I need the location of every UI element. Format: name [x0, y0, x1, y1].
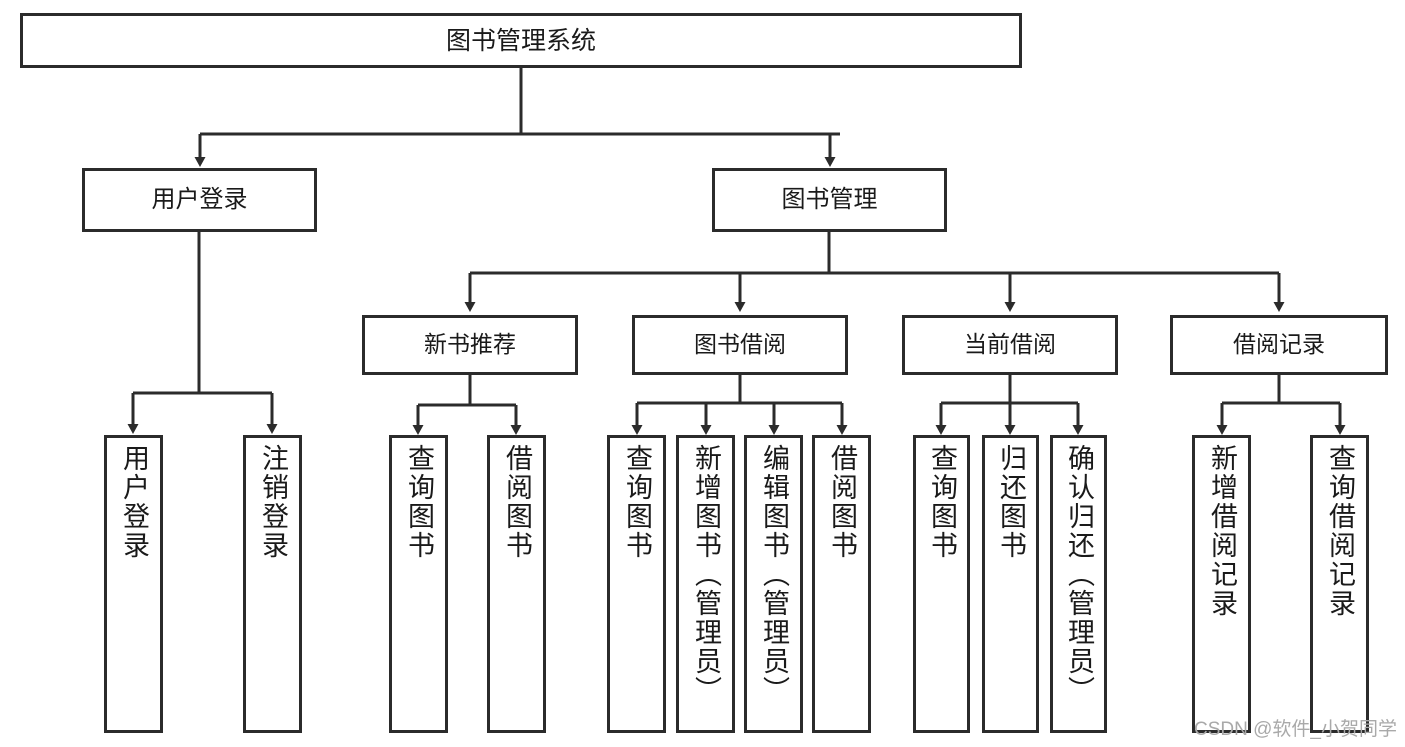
leaf-new-book-borrow-book[interactable]: 借阅图书 [487, 435, 546, 733]
node-label: 查询图书 [927, 444, 957, 560]
node-root-book-management-system[interactable]: 图书管理系统 [20, 13, 1022, 68]
leaf-current-borrow-query-book[interactable]: 查询图书 [913, 435, 970, 733]
node-borrow-record[interactable]: 借阅记录 [1170, 315, 1388, 375]
csdn-watermark: CSDN @软件_小贺同学 [1194, 719, 1397, 740]
node-label: 查询图书 [622, 444, 652, 560]
leaf-book-borrow-borrow-book[interactable]: 借阅图书 [812, 435, 871, 733]
node-label: 图书管理系统 [445, 26, 596, 55]
node-label: 借阅图书 [827, 444, 857, 560]
node-label: 新增图书（管理员） [691, 444, 721, 705]
node-label: 图书借阅 [694, 331, 786, 358]
node-current-borrow[interactable]: 当前借阅 [902, 315, 1118, 375]
node-label: 新增借阅记录 [1207, 444, 1237, 618]
node-label: 图书管理 [781, 185, 878, 213]
node-label: 确认归还（管理员） [1064, 444, 1094, 705]
node-label: 查询图书 [404, 444, 434, 560]
node-label: 用户登录 [119, 444, 149, 560]
node-label: 借阅记录 [1233, 331, 1325, 358]
node-label: 归还图书 [996, 444, 1026, 560]
leaf-book-borrow-add-book-admin[interactable]: 新增图书（管理员） [676, 435, 735, 733]
node-label: 编辑图书（管理员） [759, 444, 789, 705]
node-label: 当前借阅 [964, 331, 1056, 358]
leaf-user-login-logout[interactable]: 注销登录 [243, 435, 302, 733]
leaf-book-borrow-query-book[interactable]: 查询图书 [607, 435, 666, 733]
leaf-current-borrow-confirm-return-admin[interactable]: 确认归还（管理员） [1050, 435, 1107, 733]
node-label: 借阅图书 [502, 444, 532, 560]
leaf-current-borrow-return-book[interactable]: 归还图书 [982, 435, 1039, 733]
leaf-user-login-login[interactable]: 用户登录 [104, 435, 163, 733]
node-new-book-recommend[interactable]: 新书推荐 [362, 315, 578, 375]
node-user-login[interactable]: 用户登录 [82, 168, 317, 232]
leaf-new-book-query-book[interactable]: 查询图书 [389, 435, 448, 733]
node-label: 注销登录 [258, 444, 288, 560]
node-book-borrow[interactable]: 图书借阅 [632, 315, 848, 375]
leaf-borrow-record-add-record[interactable]: 新增借阅记录 [1192, 435, 1251, 733]
leaf-book-borrow-edit-book-admin[interactable]: 编辑图书（管理员） [744, 435, 803, 733]
leaf-borrow-record-query-record[interactable]: 查询借阅记录 [1310, 435, 1369, 733]
node-book-management[interactable]: 图书管理 [712, 168, 947, 232]
node-label: 查询借阅记录 [1325, 444, 1355, 618]
node-label: 新书推荐 [424, 331, 516, 358]
node-label: 用户登录 [151, 185, 248, 213]
